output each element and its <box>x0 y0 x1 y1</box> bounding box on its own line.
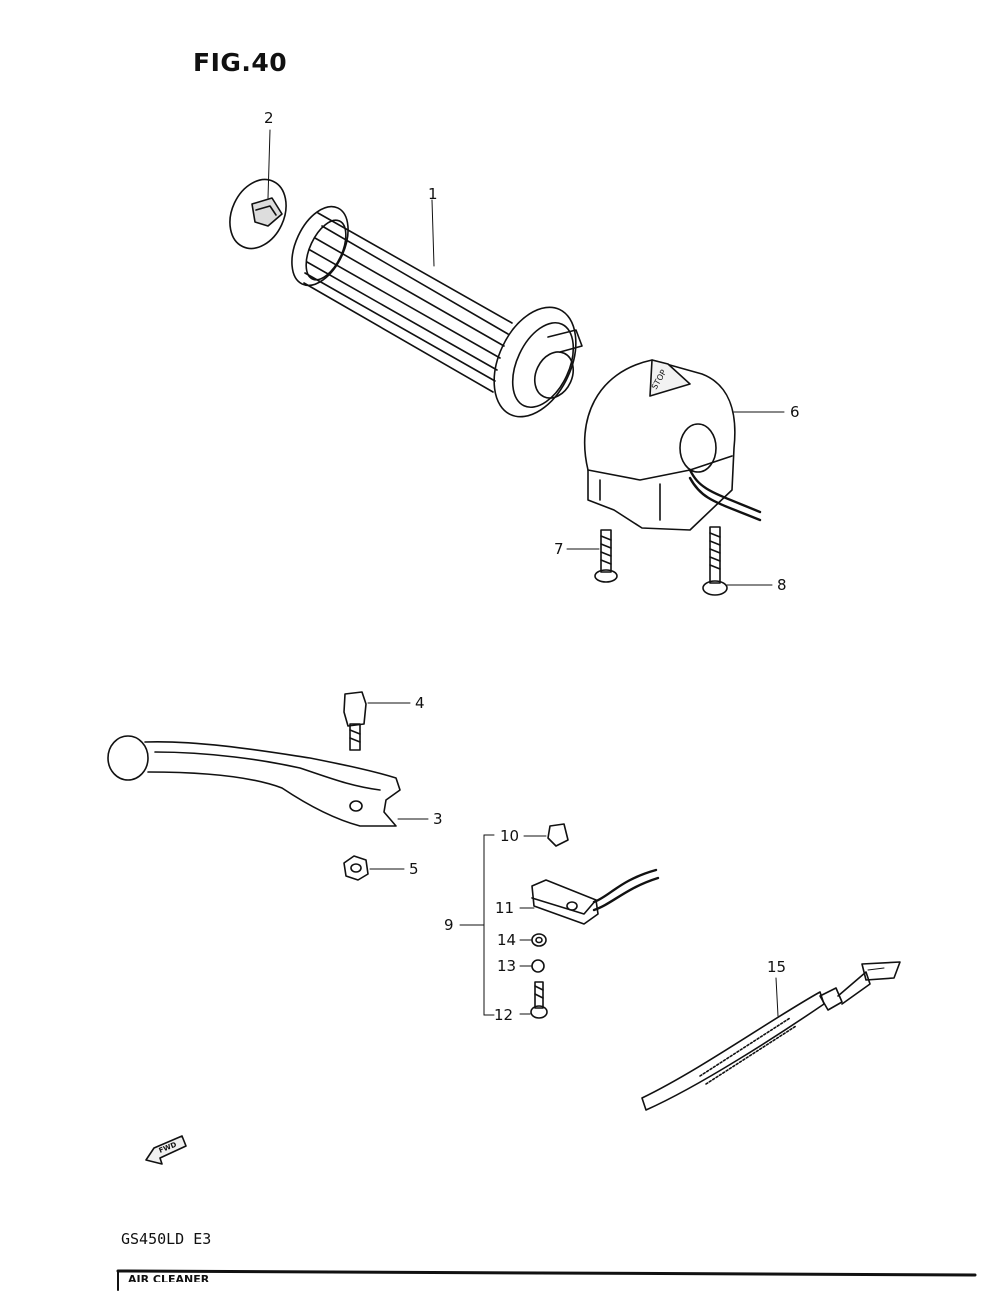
footer-section-label: AIR CLEANER <box>128 1273 210 1282</box>
callout-12: 12 <box>494 1006 514 1024</box>
switch-assembly-drawing <box>459 823 660 1019</box>
callout-1: 1 <box>428 185 438 203</box>
screw-8-drawing <box>702 526 773 596</box>
lever-drawing <box>107 735 429 827</box>
screw-7-drawing <box>566 529 618 583</box>
figure-title: FIG.40 <box>193 48 288 77</box>
grip-end-cap-drawing <box>229 178 287 250</box>
callout-6: 6 <box>790 403 800 421</box>
callout-11: 11 <box>495 899 515 917</box>
callout-3: 3 <box>433 810 443 828</box>
pivot-bolt-drawing <box>343 691 411 751</box>
switch-housing-drawing: STOP <box>583 359 785 531</box>
callout-9: 9 <box>444 916 454 934</box>
grip-drawing <box>291 199 583 418</box>
callout-4: 4 <box>415 694 425 712</box>
callout-14: 14 <box>497 931 517 949</box>
model-code: GS450LD E3 <box>121 1230 212 1248</box>
callout-15: 15 <box>767 958 787 976</box>
callout-5: 5 <box>409 860 419 878</box>
callout-13: 13 <box>497 957 517 975</box>
callout-7: 7 <box>554 540 564 558</box>
cable-tie-drawing <box>641 961 901 1111</box>
callout-10: 10 <box>500 827 520 845</box>
callout-8: 8 <box>777 576 787 594</box>
fwd-arrow-icon: FWD <box>145 1135 187 1165</box>
callout-2: 2 <box>264 109 274 127</box>
nut-drawing <box>343 855 405 881</box>
